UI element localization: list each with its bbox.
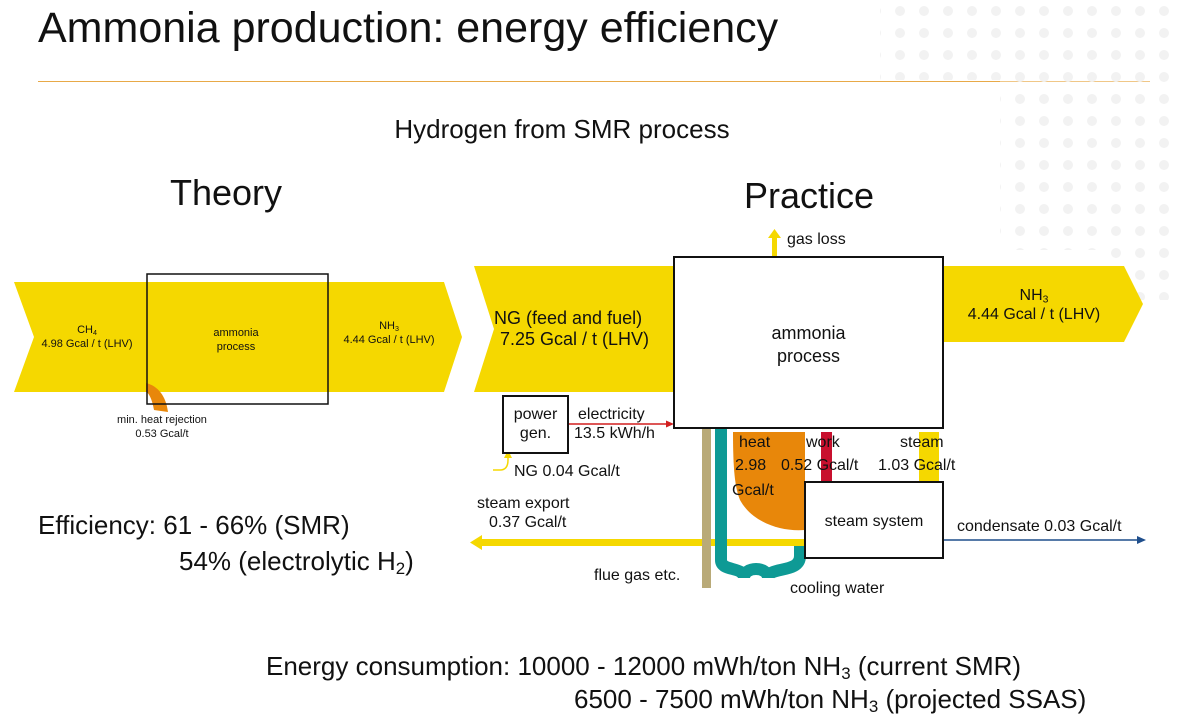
steam-label: steam	[900, 434, 944, 451]
page-title: Ammonia production: energy efficiency	[38, 4, 779, 52]
title-divider	[38, 81, 1150, 82]
theory-main-stream	[14, 282, 462, 392]
gas-loss-stream	[772, 234, 777, 258]
steam-value-label: 1.03 Gcal/t	[878, 457, 956, 474]
theory-sankey	[14, 273, 462, 412]
theory-heat-label: min. heat rejection 0.53 Gcal/t	[117, 414, 207, 440]
steam-system-box	[804, 481, 944, 559]
nh3-output-label: NH3 4.44 Gcal / t (LHV)	[967, 287, 1101, 323]
practice-heading: Practice	[744, 175, 875, 216]
cooling-water-stream	[715, 428, 806, 581]
energy-line-1: Energy consumption: 10000 - 12000 mWh/to…	[266, 651, 1022, 684]
nh3-output-stream	[943, 266, 1143, 342]
theory-process-box	[146, 273, 329, 405]
ng-small-label: NG 0.04 Gcal/t	[514, 463, 620, 480]
gas-loss-label: gas loss	[787, 231, 846, 248]
theory-heading: Theory	[170, 172, 283, 213]
flue-gas-label: flue gas etc.	[594, 567, 681, 584]
cooling-water-label: cooling water	[790, 580, 885, 597]
theory-process-label: ammonia process	[213, 327, 259, 353]
practice-process-label: ammonia process	[771, 323, 846, 366]
steam-system-label: steam system	[824, 513, 924, 530]
energy-line-2: 6500 - 7500 mWh/ton NH3 (projected SSAS)	[574, 684, 1087, 717]
efficiency-line-2: 54% (electrolytic H2)	[179, 546, 414, 579]
work-stream	[821, 432, 832, 482]
heat-unit-label: Gcal/t	[732, 482, 774, 499]
heat-stream	[733, 432, 805, 531]
electricity-label: electricity 13.5 kWh/h	[574, 406, 655, 442]
power-gen-label: power gen.	[513, 406, 558, 442]
efficiency-line-1: Efficiency: 61 - 66% (SMR)	[38, 510, 350, 540]
flue-gas-stream	[702, 428, 711, 588]
ng-input-stream	[474, 266, 674, 392]
decorative-dots	[880, 0, 1182, 300]
theory-output-label: NH3 4.44 Gcal / t (LHV)	[343, 320, 435, 346]
theory-input-label: CH4 4.98 Gcal / t (LHV)	[41, 324, 133, 350]
steam-export-label: steam export 0.37 Gcal/t	[477, 495, 570, 531]
ng-input-label: NG (feed and fuel) 7.25 Gcal / t (LHV)	[494, 308, 650, 349]
power-gen-box	[502, 395, 569, 454]
practice-sankey	[470, 229, 1146, 588]
practice-process-box	[673, 256, 944, 429]
condensate-label: condensate 0.03 Gcal/t	[957, 518, 1122, 535]
heat-value-label: 2.98	[735, 457, 767, 474]
ng-small-line	[493, 456, 509, 471]
subtitle: Hydrogen from SMR process	[394, 114, 730, 144]
work-label: work	[806, 434, 840, 451]
steam-stream	[919, 432, 939, 482]
work-value-label: 0.52 Gcal/t	[781, 457, 859, 474]
steam-export-stream	[476, 539, 806, 546]
heat-label: heat	[739, 434, 771, 451]
